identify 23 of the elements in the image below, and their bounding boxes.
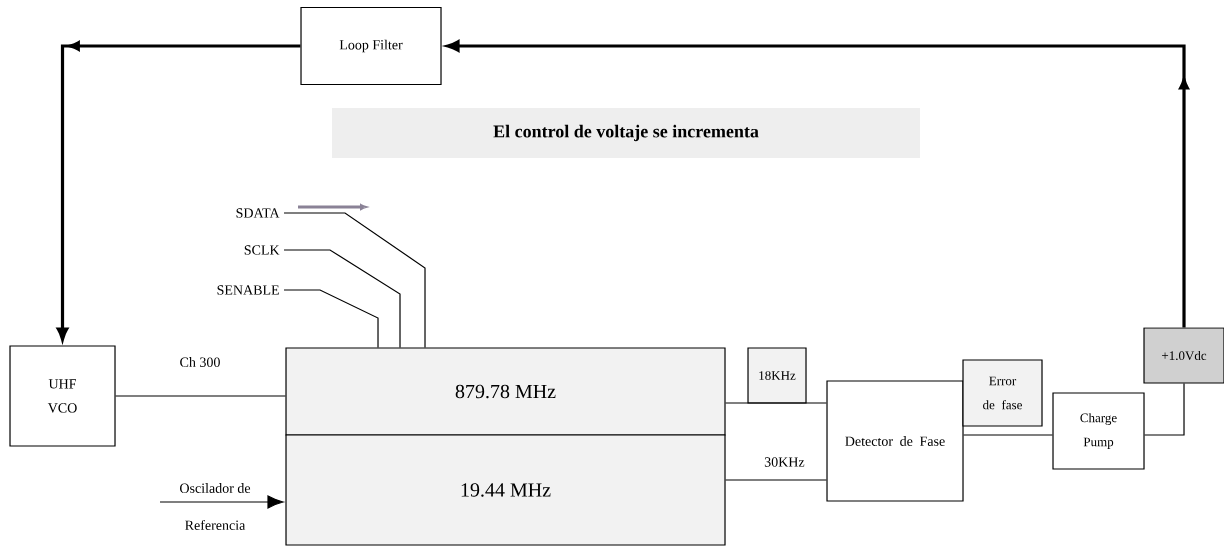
process-box: Detector de Fase	[826, 380, 964, 502]
connector-line	[963, 434, 1053, 436]
connector-line	[283, 249, 401, 348]
process-box: Error de fase	[962, 359, 1043, 427]
text-label: Referencia	[185, 520, 246, 530]
text-band: El control de voltaje se incrementa	[332, 108, 920, 158]
connector-line	[1144, 383, 1185, 436]
arrow	[159, 495, 284, 509]
process-box: Charge Pump	[1052, 392, 1145, 470]
text-label: Ch 300	[180, 357, 220, 367]
process-box: Loop Filter	[300, 6, 442, 86]
voltage-box: +1.0Vdc	[1143, 327, 1224, 384]
process-box: UHF VCO	[9, 345, 116, 447]
process-box: 18KHz	[747, 347, 807, 404]
synthesizer-box: 879.78 MHz	[285, 347, 726, 436]
connector-line	[283, 212, 426, 348]
connector-line	[725, 402, 827, 404]
connector-line	[283, 289, 379, 348]
connector-line	[725, 479, 827, 481]
edge-label: 30KHz	[764, 457, 805, 467]
text-label: Oscilador de	[180, 483, 251, 493]
connector-line	[115, 395, 286, 397]
synthesizer-box: 19.44 MHz	[285, 434, 726, 546]
